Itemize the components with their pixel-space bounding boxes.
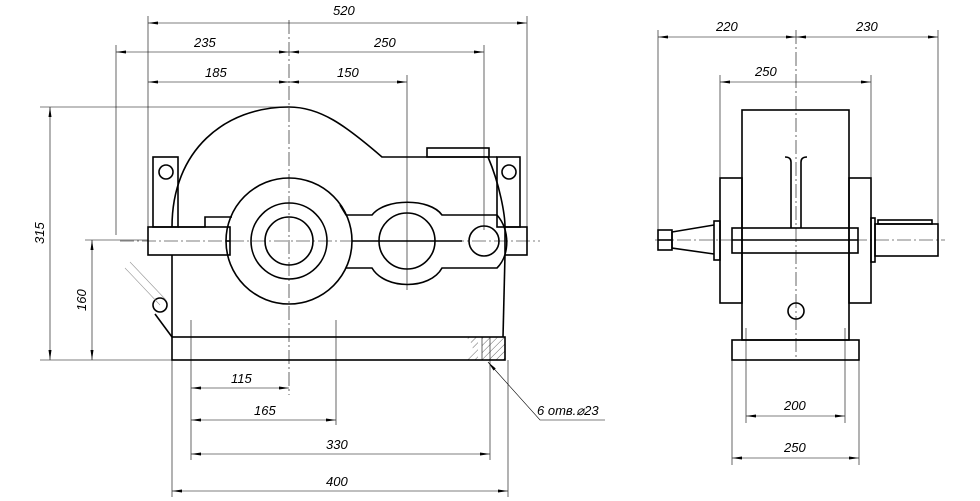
dim-315: 315 (32, 222, 47, 244)
dim-150: 150 (337, 65, 359, 80)
hole-section-hatch (482, 337, 505, 360)
dipstick (154, 313, 173, 338)
dipstick-knob-icon (152, 297, 168, 313)
dim-220: 220 (715, 19, 738, 34)
side-housing (657, 109, 939, 361)
left-lug (152, 156, 179, 228)
dim-250-base: 250 (783, 440, 806, 455)
dim-165: 165 (254, 403, 276, 418)
hole-note: 6 отв.⌀23 (537, 403, 599, 418)
dim-200: 200 (783, 398, 806, 413)
side-extension-lines (657, 30, 939, 465)
oil-gauge-right (800, 156, 808, 228)
housing (124, 106, 528, 361)
dim-160: 160 (74, 289, 89, 311)
dim-185: 185 (205, 65, 227, 80)
cover-arc (171, 106, 497, 228)
side-view: 220 230 250 200 250 (655, 19, 945, 465)
hole-note-leader (487, 361, 605, 421)
right-shaft-key (877, 219, 933, 225)
input-bore (468, 225, 500, 257)
oil-gauge-left (784, 156, 792, 228)
side-dimension-lines (658, 35, 938, 460)
side-base (731, 339, 860, 361)
dim-400: 400 (326, 474, 348, 489)
dim-235: 235 (193, 35, 216, 50)
base-flange (171, 336, 506, 361)
left-shaft-cone (671, 224, 715, 255)
right-lug (496, 156, 521, 228)
extension-lines (40, 16, 528, 497)
dim-250-body: 250 (754, 64, 777, 79)
dim-520: 520 (333, 3, 355, 18)
inspection-cover (426, 147, 490, 158)
main-bore (264, 216, 314, 266)
left-shaft-flange (713, 220, 721, 261)
drain-plug-icon (787, 302, 805, 320)
front-view: 520 235 250 185 150 315 160 115 165 330 … (32, 3, 605, 497)
dim-230: 230 (855, 19, 878, 34)
dimension-lines (48, 21, 605, 493)
dim-115: 115 (231, 371, 252, 386)
lifting-hole-left-icon (158, 164, 174, 180)
side-dimension-labels: 220 230 250 200 250 (715, 19, 878, 455)
dim-330: 330 (326, 437, 348, 452)
lifting-hole-right-icon (501, 164, 517, 180)
dimension-labels: 520 235 250 185 150 315 160 115 165 330 … (32, 3, 599, 489)
side-body (741, 109, 850, 341)
dim-250: 250 (373, 35, 396, 50)
